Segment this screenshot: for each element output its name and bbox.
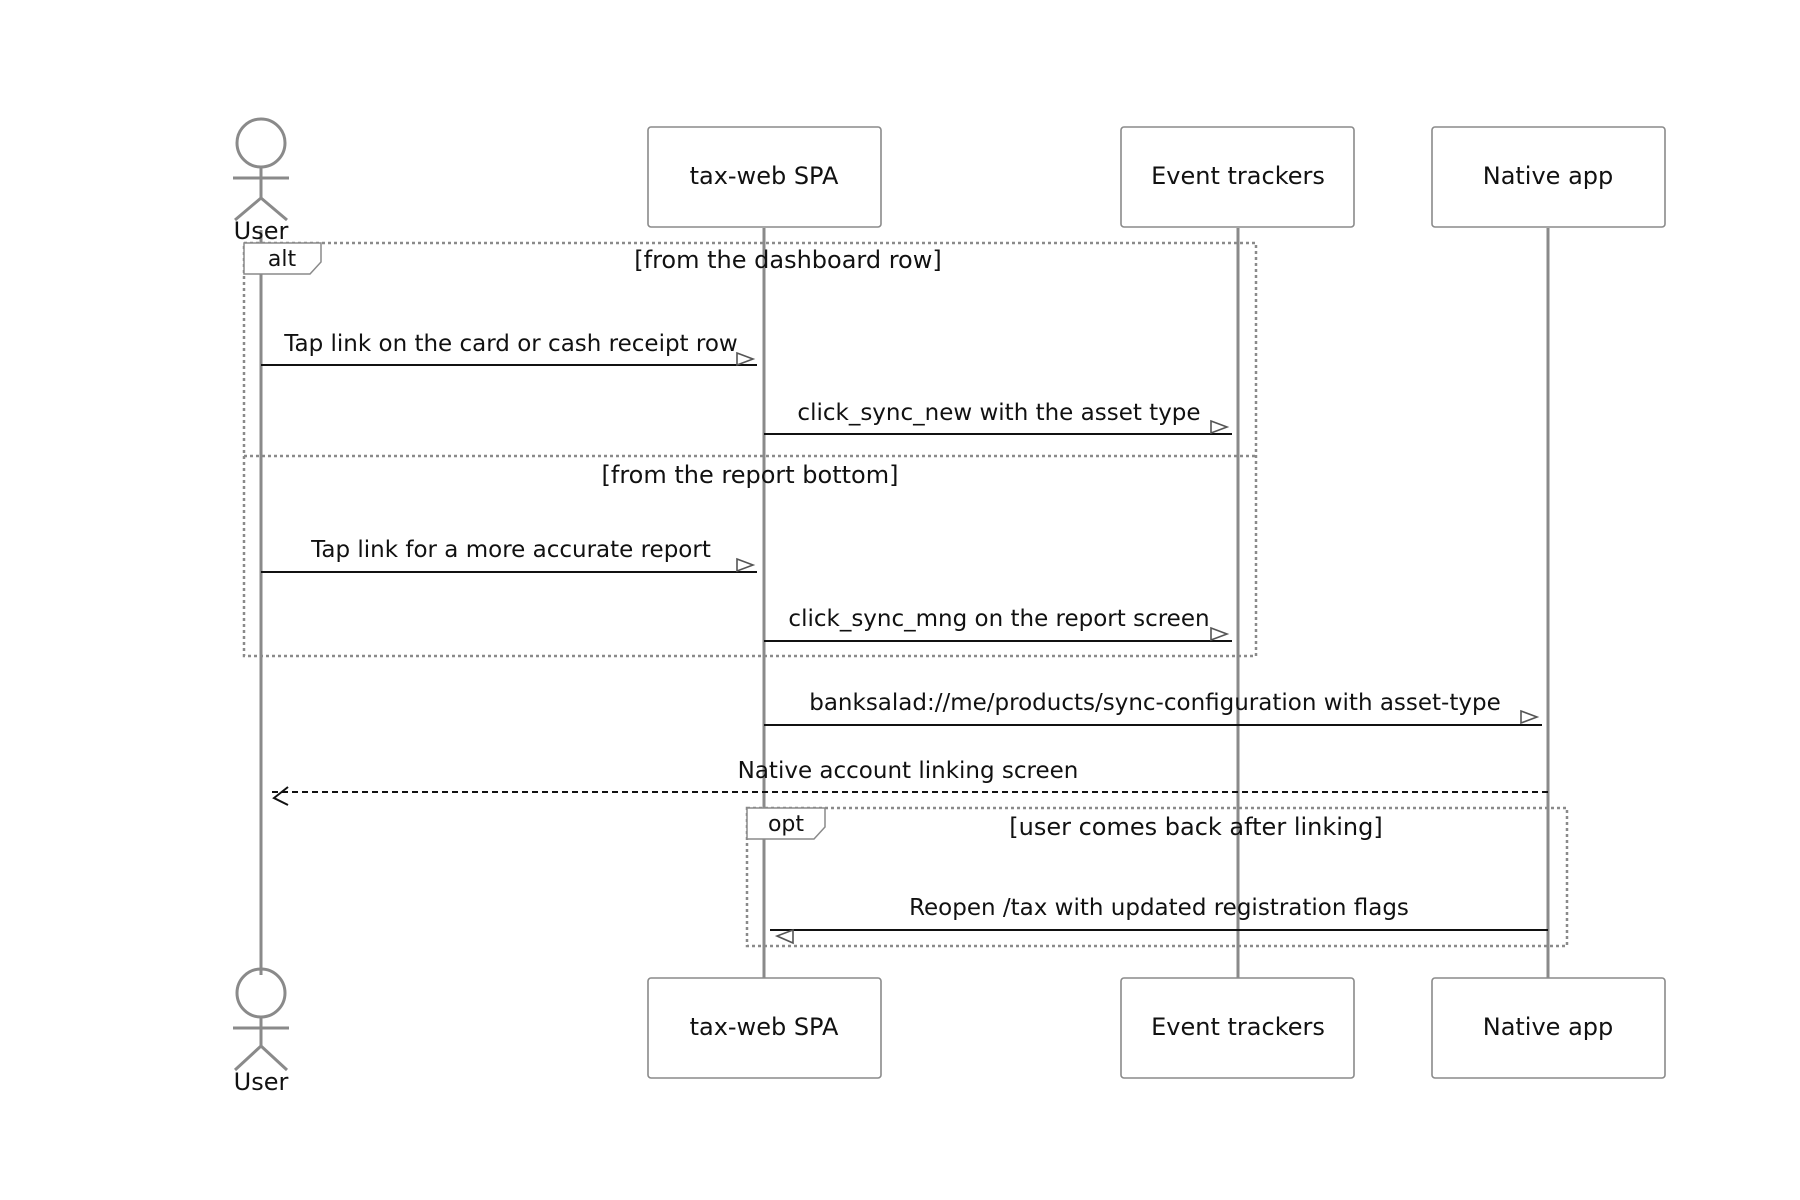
fragment-condition: [from the report bottom]	[602, 461, 899, 489]
participant-tracker-top: Event trackers	[1120, 126, 1355, 228]
arrow-right-icon	[736, 557, 756, 573]
message-3: Tap link for a more accurate report	[261, 537, 757, 573]
participant-spa-top: tax-web SPA	[647, 126, 882, 228]
message-2: click_sync_new with the asset type	[764, 400, 1232, 435]
fragment-label: alt	[268, 247, 297, 272]
message-label: click_sync_new with the asset type	[797, 400, 1200, 426]
message-label: Tap link on the card or cash receipt row	[283, 331, 737, 357]
participant-native-bottom: Native app	[1431, 977, 1666, 1079]
participant-native-top: Native app	[1431, 126, 1666, 228]
arrow-left-icon	[774, 928, 794, 945]
participant-spa-bottom: tax-web SPA	[647, 977, 882, 1079]
fragment-condition: [from the dashboard row]	[634, 246, 941, 274]
participant-tracker-bottom: Event trackers	[1120, 977, 1355, 1079]
actor-head-icon	[235, 117, 287, 169]
participant-label: Event trackers	[1151, 162, 1325, 190]
arrow-right-icon	[1520, 709, 1540, 725]
participant-user-bottom: User	[233, 967, 289, 1096]
message-label: Native account linking screen	[738, 758, 1079, 784]
message-5: banksalad://me/products/sync-configurati…	[764, 690, 1542, 726]
arrow-left-icon	[272, 786, 289, 806]
message-label: banksalad://me/products/sync-configurati…	[809, 690, 1501, 716]
alt-fragment: alt [from the dashboard row] [from the r…	[242, 241, 1258, 658]
participant-label: tax-web SPA	[690, 162, 839, 190]
actor-head-icon	[235, 967, 287, 1019]
message-1: Tap link on the card or cash receipt row	[261, 331, 757, 367]
participant-label: Event trackers	[1151, 1013, 1325, 1041]
participant-label: Native app	[1483, 162, 1614, 190]
arrow-right-icon	[1210, 626, 1230, 642]
participant-label: User	[234, 1068, 289, 1096]
message-4: click_sync_mng on the report screen	[764, 606, 1232, 642]
arrow-right-icon	[1210, 419, 1230, 435]
participant-label: Native app	[1483, 1013, 1614, 1041]
participant-label: tax-web SPA	[690, 1013, 839, 1041]
message-label: click_sync_mng on the report screen	[788, 606, 1209, 632]
participant-user-top: User	[233, 117, 289, 245]
message-label: Tap link for a more accurate report	[310, 537, 711, 563]
arrow-right-icon	[736, 351, 756, 367]
message-6: Native account linking screen	[270, 758, 1548, 806]
message-7: Reopen /tax with updated registration fl…	[770, 895, 1548, 945]
opt-fragment: opt [user comes back after linking]	[745, 806, 1569, 948]
participant-label: User	[234, 217, 289, 245]
message-label: Reopen /tax with updated registration fl…	[909, 895, 1409, 921]
fragment-label: opt	[768, 812, 804, 837]
fragment-condition: [user comes back after linking]	[1009, 813, 1383, 841]
